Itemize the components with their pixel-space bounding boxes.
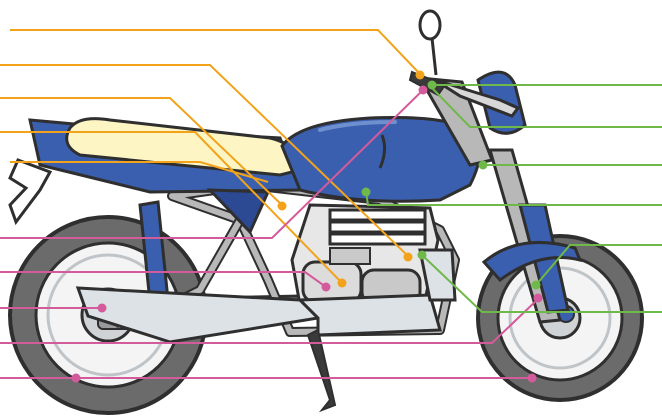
- callout-dot: [416, 71, 425, 80]
- rear-fender: [10, 160, 50, 222]
- callout-dot: [98, 304, 107, 313]
- callout-dot: [534, 294, 543, 303]
- callout-dot: [428, 81, 437, 90]
- callout-dot: [528, 374, 537, 383]
- callout-dot: [278, 202, 287, 211]
- mirror: [420, 11, 440, 39]
- callout-dot: [338, 279, 347, 288]
- callout-dot: [419, 86, 428, 95]
- callout-dot: [418, 251, 427, 260]
- callout-dot: [532, 281, 541, 290]
- callout-dot: [72, 374, 81, 383]
- engine-cover: [303, 262, 361, 302]
- callout-dot: [479, 161, 488, 170]
- callout-dot: [404, 253, 413, 262]
- callout-dot: [322, 283, 331, 292]
- callout-line: [10, 30, 420, 74]
- callout-dot: [362, 188, 371, 197]
